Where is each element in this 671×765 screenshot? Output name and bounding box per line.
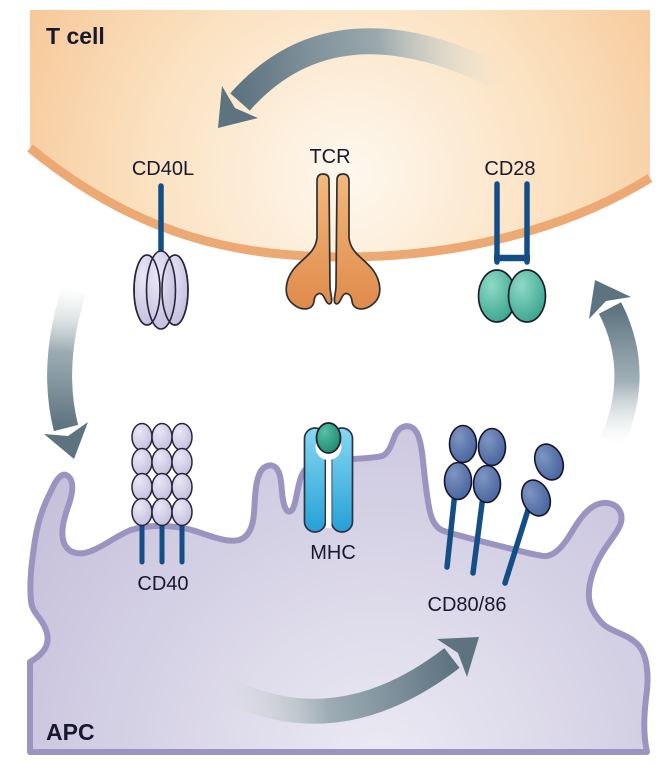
tcr-molecule xyxy=(285,173,381,310)
cd28-molecule xyxy=(477,181,547,323)
cd40l-molecule xyxy=(133,183,189,330)
cd40-label: CD40 xyxy=(137,573,188,595)
top-curved-arrow-icon xyxy=(218,28,508,128)
bottom-curved-arrow-icon xyxy=(214,637,479,724)
mhc-molecule xyxy=(303,422,354,533)
cd40l-label: CD40L xyxy=(132,158,194,180)
t-cell-label: T cell xyxy=(46,23,105,49)
peptide xyxy=(315,422,342,454)
left-curved-arrow-icon xyxy=(44,286,88,459)
cd28-label: CD28 xyxy=(484,158,535,180)
mhc-groove xyxy=(326,434,332,528)
mhc-label: MHC xyxy=(310,542,356,564)
apc-label: APC xyxy=(46,719,95,745)
cd40-ectodomain-grid xyxy=(131,422,193,527)
cd80-86-molecule xyxy=(443,424,565,586)
tcr-label: TCR xyxy=(309,146,350,168)
right-curved-arrow-icon xyxy=(589,280,640,448)
cd80-86-label: CD80/86 xyxy=(428,594,507,616)
cd40-molecule xyxy=(131,422,193,565)
